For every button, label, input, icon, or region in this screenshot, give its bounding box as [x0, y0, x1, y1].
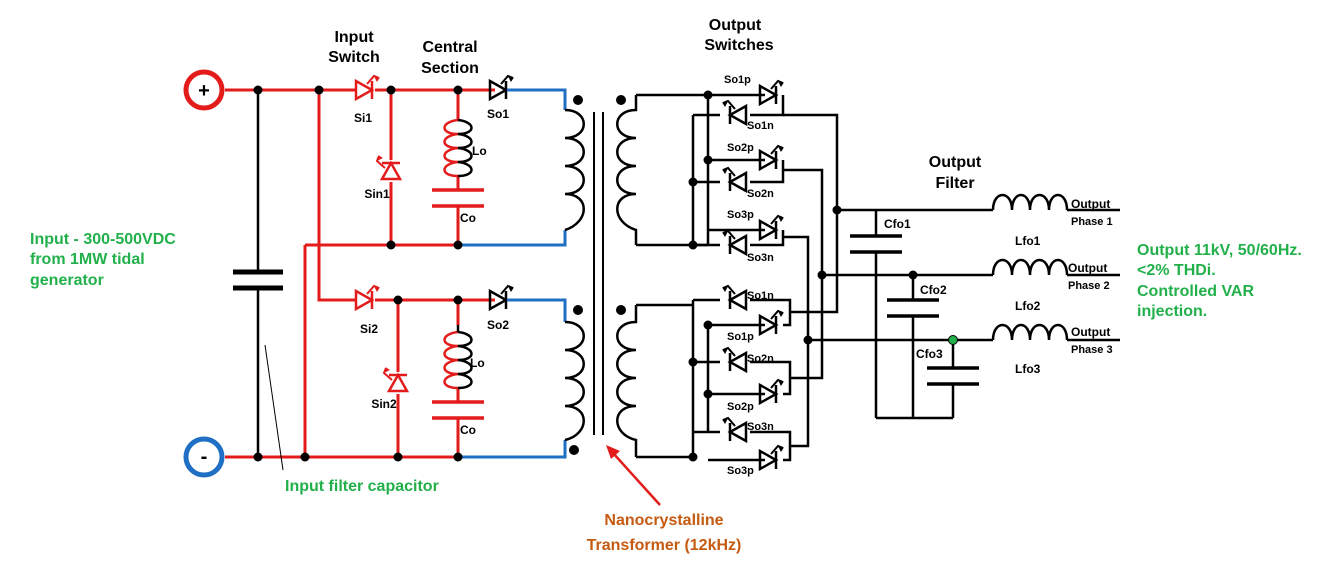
capacitor-co-top [432, 188, 484, 208]
switch-so2p-bottom [758, 378, 785, 405]
output-note-line2: <2% THDi. [1137, 262, 1216, 279]
negative-terminal: - [183, 436, 225, 478]
capacitor-cfo1 [850, 234, 902, 254]
output-phase1-name: Phase 1 [1071, 216, 1113, 228]
label-sin1: Sin1 [364, 187, 390, 201]
transformer-primary-wiring [458, 88, 567, 459]
label-so3n-top: So3n [747, 252, 774, 264]
switch-so1n-top [721, 99, 748, 126]
junction-dots [253, 85, 958, 462]
switch-so1p-bottom [758, 309, 785, 336]
positive-terminal-label: + [198, 80, 210, 102]
label-si2: Si2 [360, 322, 378, 336]
label-so3p-bottom: So3p [727, 465, 754, 477]
switch-so3n-bottom [721, 416, 748, 443]
switch-so3p-bottom [758, 444, 785, 471]
switch-sin1 [375, 154, 402, 181]
label-so1p-top: So1p [724, 74, 751, 86]
transformer-pointer-arrow [612, 452, 661, 506]
output-phase3-label: Output [1071, 325, 1110, 339]
heading-input-switch-1: Input [334, 29, 374, 46]
label-co-top: Co [460, 211, 476, 225]
switch-si2 [354, 284, 381, 311]
switch-so1 [488, 74, 515, 101]
output-note-line1: Output 11kV, 50/60Hz. [1137, 242, 1302, 259]
label-lfo2: Lfo2 [1015, 299, 1041, 313]
label-so1p-bottom: So1p [727, 331, 754, 343]
inductor-lfo1 [991, 193, 1069, 211]
heading-output-switches-2: Switches [704, 37, 773, 54]
output-phase3-name: Phase 3 [1071, 344, 1113, 356]
label-lo-top: Lo [472, 144, 487, 158]
inductor-lfo3 [991, 323, 1069, 341]
label-so3n-bottom: So3n [747, 421, 774, 433]
inductor-lo-bottom [443, 330, 473, 390]
heading-input-switch-2: Switch [328, 49, 380, 66]
input-filter-capacitor [233, 90, 283, 457]
label-so3p-top: So3p [727, 209, 754, 221]
input-wiring [225, 88, 565, 459]
label-lo-bottom: Lo [470, 356, 485, 370]
capacitor-co-bottom [432, 400, 484, 420]
label-so2n-bottom: So2n [747, 353, 774, 365]
output-phase2-label: Output [1068, 261, 1107, 275]
heading-output-filter-1: Output [929, 154, 982, 171]
input-note-line3: generator [30, 272, 104, 289]
label-cfo1: Cfo1 [884, 217, 911, 231]
switch-sin2 [382, 366, 409, 393]
label-so2: So2 [487, 318, 509, 332]
switch-so2n-bottom [721, 346, 748, 373]
switch-so1n-bottom [721, 284, 748, 311]
transformer-note-line1: Nanocrystalline [604, 512, 723, 529]
label-cfo2: Cfo2 [920, 283, 947, 297]
capacitor-cfo3 [927, 366, 979, 386]
label-lfo3: Lfo3 [1015, 362, 1041, 376]
heading-output-filter-2: Filter [935, 175, 974, 192]
label-so2p-bottom: So2p [727, 401, 754, 413]
heading-output-switches-1: Output [709, 17, 762, 34]
switch-si1 [354, 74, 381, 101]
label-so1: So1 [487, 107, 509, 121]
label-cfo3: Cfo3 [916, 347, 943, 361]
heading-central-section-1: Central [422, 39, 477, 56]
output-phase2-name: Phase 2 [1068, 280, 1110, 292]
output-filter-wiring [808, 208, 1120, 420]
label-so2p-top: So2p [727, 142, 754, 154]
label-so2n-top: So2n [747, 188, 774, 200]
label-lfo1: Lfo1 [1015, 234, 1041, 248]
input-note-line2: from 1MW tidal [30, 251, 145, 268]
transformer-dots [569, 95, 626, 455]
label-si1: Si1 [354, 111, 372, 125]
switch-so3n-top [721, 229, 748, 256]
output-note-line3: Controlled VAR [1137, 283, 1254, 300]
switch-so2 [488, 284, 515, 311]
switch-so2p-top [758, 144, 785, 171]
inductor-lo-top [443, 118, 473, 178]
capacitor-cfo2 [887, 298, 939, 318]
switch-so3p-top [758, 214, 785, 241]
input-note-line1: Input - 300-500VDC [30, 231, 176, 248]
switch-so1p-top [758, 79, 785, 106]
inductor-lfo2 [991, 258, 1069, 276]
output-note-line4: injection. [1137, 303, 1207, 320]
input-cap-pointer [264, 344, 284, 471]
input-filter-capacitor-note: Input filter capacitor [285, 478, 439, 495]
heading-central-section-2: Section [421, 60, 479, 77]
negative-terminal-label: - [201, 446, 208, 468]
label-sin2: Sin2 [371, 397, 397, 411]
label-so1n-top: So1n [747, 120, 774, 132]
positive-terminal: + [183, 69, 225, 111]
output-phase1-label: Output [1071, 197, 1110, 211]
label-so1n-bottom: So1n [747, 290, 774, 302]
switch-so2n-top [721, 166, 748, 193]
transformer-note-line2: Transformer (12kHz) [587, 537, 742, 554]
transformer [564, 95, 638, 457]
label-co-bottom: Co [460, 423, 476, 437]
